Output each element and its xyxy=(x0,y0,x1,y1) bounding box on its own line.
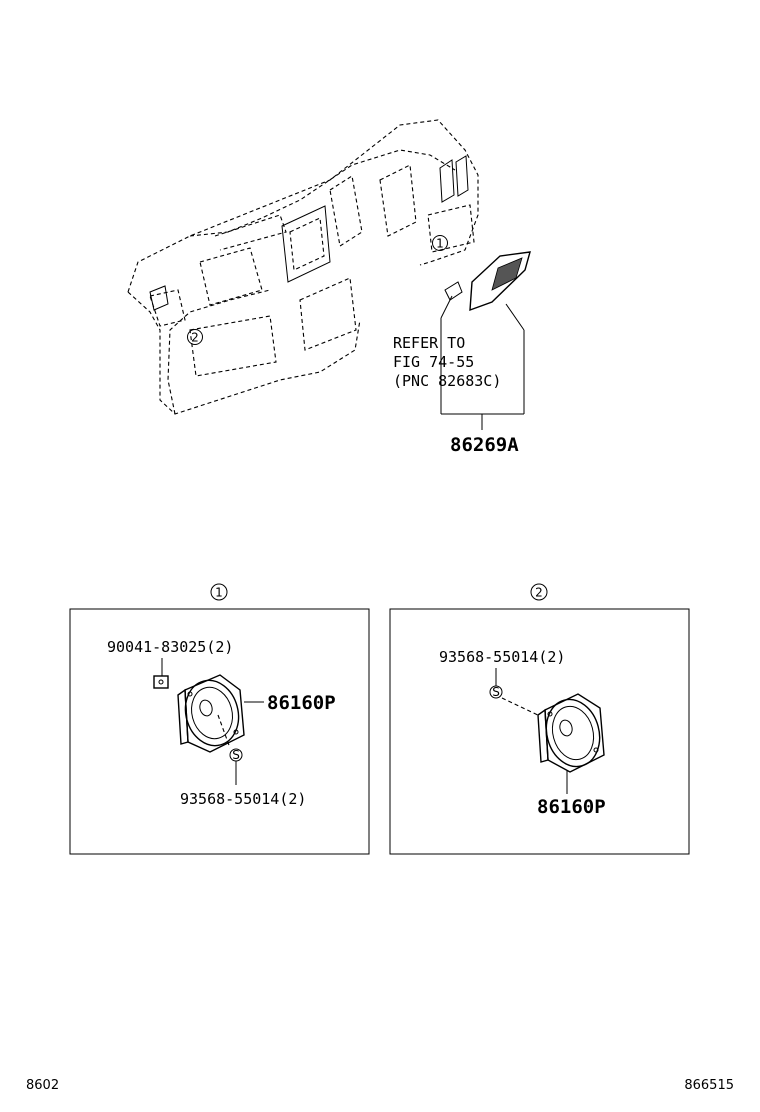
svg-text:S: S xyxy=(492,685,500,699)
refer-bracket xyxy=(440,295,525,430)
instrument-panel-drawing: 1 2 xyxy=(127,119,479,415)
speaker-grille-drawing xyxy=(444,251,531,312)
svg-text:S: S xyxy=(232,748,240,762)
part-number-86269A: 86269A xyxy=(450,434,519,456)
box1-part-screw: 93568-55014(2) xyxy=(180,790,306,808)
box1-part-speaker: 86160P xyxy=(267,692,336,714)
box1-speaker-drawing xyxy=(177,674,245,753)
box2-part-screw: 93568-55014(2) xyxy=(439,648,565,666)
callout-2-label: 2 xyxy=(191,331,199,345)
box2-speaker-drawing xyxy=(537,693,605,773)
refer-line-2: FIG 74-55 xyxy=(393,353,474,371)
box1-part-nut: 90041-83025(2) xyxy=(107,638,233,656)
box1-header-label: 1 xyxy=(215,586,223,600)
refer-line-3: (PNC 82683C) xyxy=(393,372,501,390)
box2-part-speaker: 86160P xyxy=(537,796,606,818)
footer-left-code: 8602 xyxy=(26,1078,59,1093)
detail-box-2: 2 93568-55014(2) S 86160P xyxy=(389,583,690,855)
callout-1-label: 1 xyxy=(436,237,444,251)
box2-header-label: 2 xyxy=(535,586,543,600)
footer-right-code: 866515 xyxy=(684,1078,734,1093)
detail-box-1: 1 90041-83025(2) 86160P S 93568-55014(2) xyxy=(69,583,370,855)
refer-line-1: REFER TO xyxy=(393,334,465,352)
